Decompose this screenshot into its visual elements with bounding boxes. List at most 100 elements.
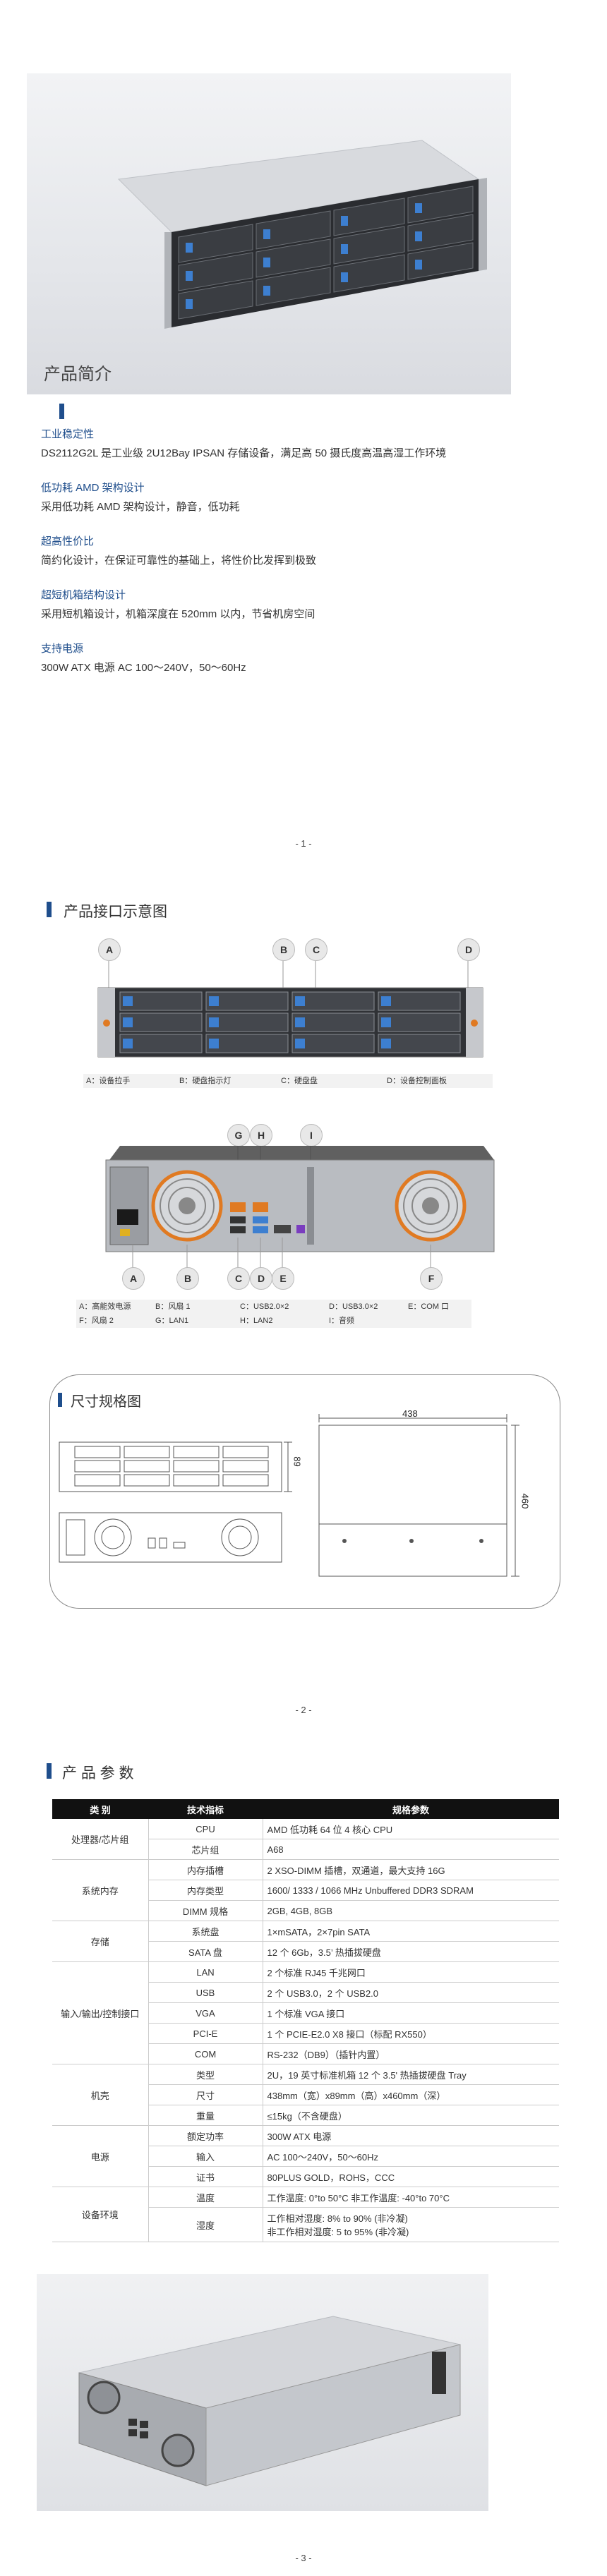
- legend-item: C：硬盘盘: [281, 1077, 318, 1085]
- legend-row: A：高能效电源 B：风扇 1 C：USB2.0×2 D：USB3.0×2 E：C…: [76, 1300, 471, 1314]
- table-row: 输入/输出/控制接口 LAN 2 个标准 RJ45 千兆网口: [52, 1961, 559, 2064]
- dimension-drawing-front-rear: [59, 1441, 292, 1563]
- section-marker: [47, 902, 52, 917]
- feature-title: 超短机箱结构设计: [41, 589, 126, 601]
- table-row: 证书 80PLUS GOLD，ROHS，CCC: [52, 2166, 559, 2187]
- depth-dimension-label: 460: [519, 1493, 531, 1509]
- feature-item: 超短机箱结构设计 采用短机箱设计，机箱深度在 520mm 以内，节省机房空间: [41, 587, 563, 621]
- value-cell: 1×mSATA，2×7pin SATA: [263, 1921, 559, 1942]
- key-cell: 类型: [148, 2064, 263, 2085]
- value-cell: 80PLUS GOLD，ROHS，CCC: [263, 2166, 559, 2187]
- value-cell: 438mm（宽）x89mm（高）x460mm（深）: [263, 2084, 559, 2105]
- height-dimension-label: 89: [292, 1456, 303, 1467]
- width-dimension-label: 438: [402, 1408, 418, 1419]
- feature-title: 超高性价比: [41, 536, 95, 548]
- front-legend: A：设备拉手 B：硬盘指示灯 C：硬盘盘 D：设备控制面板: [83, 1074, 493, 1088]
- value-cell: RS-232（DB9）（插针内置）: [263, 2043, 559, 2064]
- intro-features: 工业稳定性 DS2112G2L 是工业级 2U12Bay IPSAN 存储设备，…: [41, 426, 563, 694]
- legend-item: F：风扇 2: [79, 1317, 114, 1325]
- table-row: SATA 盘 12 个 6Gb，3.5’ 热插拔硬盘: [52, 1941, 559, 1962]
- table-row: VGA 1 个标准 VGA 接口: [52, 2002, 559, 2024]
- table-row: 尺寸 438mm（宽）x89mm（高）x460mm（深）: [52, 2084, 559, 2105]
- legend-item: D：设备控制面板: [387, 1077, 447, 1085]
- feature-text: 采用低功耗 AMD 架构设计，静音，低功耗: [41, 501, 240, 513]
- table-row: USB 2 个 USB3.0，2 个 USB2.0: [52, 1982, 559, 2003]
- value-cell: A68: [263, 1839, 559, 1860]
- table-header-row: 类 别 技术指标 规格参数: [52, 1799, 559, 1819]
- legend-item: B：硬盘指示灯: [179, 1077, 232, 1085]
- callout-b: B: [176, 1267, 199, 1290]
- key-cell: CPU: [148, 1819, 263, 1839]
- feature-item: 工业稳定性 DS2112G2L 是工业级 2U12Bay IPSAN 存储设备，…: [41, 426, 563, 460]
- value-line: 非工作相对湿度: 5 to 95% (非冷凝): [267, 2227, 409, 2237]
- value-cell: 2U，19 英寸标准机箱 12 个 3.5' 热插拔硬盘 Tray: [263, 2064, 559, 2085]
- key-cell: 重量: [148, 2105, 263, 2126]
- key-cell: 芯片组: [148, 1839, 263, 1860]
- table-row: COM RS-232（DB9）（插针内置）: [52, 2043, 559, 2064]
- callout-b: B: [272, 938, 295, 961]
- legend-item: A：设备拉手: [86, 1077, 131, 1085]
- key-cell: LAN: [148, 1961, 263, 1983]
- callout-a: A: [122, 1267, 145, 1290]
- server-front-panel: [97, 961, 483, 1058]
- legend-item: A：高能效电源: [79, 1302, 131, 1311]
- callout-f: F: [420, 1267, 443, 1290]
- category-cell: 设备环境: [52, 2187, 149, 2242]
- dimensions-title: 尺寸规格图: [71, 1394, 141, 1410]
- callout-c: C: [305, 938, 327, 961]
- table-row: 电源 额定功率 300W ATX 电源: [52, 2125, 559, 2187]
- key-cell: VGA: [148, 2002, 263, 2024]
- feature-title: 低功耗 AMD 架构设计: [41, 482, 145, 494]
- value-cell: 2 个标准 RJ45 千兆网口: [263, 1961, 559, 1983]
- callout-g: G: [227, 1124, 250, 1147]
- server-rear-panel: [105, 1146, 495, 1269]
- column-header: 技术指标: [148, 1799, 263, 1819]
- server-rear-photo: [78, 2316, 461, 2486]
- callout-i: I: [300, 1124, 323, 1147]
- legend-row: F：风扇 2 G：LAN1 H：LAN2 I：音频: [76, 1314, 471, 1328]
- spec-title: 产 品 参 数: [62, 1765, 134, 1782]
- rear-legend: A：高能效电源 B：风扇 1 C：USB2.0×2 D：USB3.0×2 E：C…: [76, 1300, 471, 1328]
- value-cell: 2GB, 4GB, 8GB: [263, 1900, 559, 1921]
- page-number: - 2 -: [295, 1705, 312, 1715]
- table-row: 存储 系统盘 1×mSATA，2×7pin SATA: [52, 1921, 559, 1962]
- category-cell: 电源: [52, 2125, 149, 2187]
- callout-h: H: [250, 1124, 272, 1147]
- value-cell: 1600/ 1333 / 1066 MHz Unbuffered DDR3 SD…: [263, 1880, 559, 1901]
- value-cell: ≤15kg（不含硬盘）: [263, 2105, 559, 2126]
- table-row: DIMM 规格 2GB, 4GB, 8GB: [52, 1900, 559, 1921]
- value-cell: 工作相对湿度: 8% to 90% (非冷凝) 非工作相对湿度: 5 to 95…: [263, 2207, 559, 2242]
- legend-item: B：风扇 1: [155, 1302, 191, 1311]
- feature-text: 采用短机箱设计，机箱深度在 520mm 以内，节省机房空间: [41, 608, 315, 620]
- key-cell: 额定功率: [148, 2125, 263, 2146]
- table-row: 湿度 工作相对湿度: 8% to 90% (非冷凝) 非工作相对湿度: 5 to…: [52, 2207, 559, 2242]
- table-row: 设备环境 温度 工作温度: 0°to 50°C 非工作温度: -40°to 70…: [52, 2187, 559, 2242]
- key-cell: COM: [148, 2043, 263, 2064]
- dimensions-frame: [49, 1374, 560, 1609]
- callout-d: D: [457, 938, 480, 961]
- key-cell: 尺寸: [148, 2084, 263, 2105]
- table-row: 系统内存 内存插槽 2 XSO-DIMM 插槽，双通道，最大支持 16G: [52, 1859, 559, 1921]
- table-row: 内存类型 1600/ 1333 / 1066 MHz Unbuffered DD…: [52, 1880, 559, 1901]
- value-cell: 300W ATX 电源: [263, 2125, 559, 2146]
- feature-title: 支持电源: [41, 643, 84, 655]
- dimension-drawing-top: [318, 1414, 519, 1577]
- spec-table: 类 别 技术指标 规格参数 处理器/芯片组 CPU AMD 低功耗 64 位 4…: [52, 1799, 559, 2242]
- callout-a: A: [98, 938, 121, 961]
- feature-text: 300W ATX 电源 AC 100～240V，50～60Hz: [41, 662, 246, 674]
- server-front-photo: [117, 140, 487, 329]
- feature-title: 工业稳定性: [41, 428, 95, 440]
- feature-item: 支持电源 300W ATX 电源 AC 100～240V，50～60Hz: [41, 641, 563, 675]
- key-cell: 内存插槽: [148, 1859, 263, 1880]
- legend-item: I：音频: [329, 1317, 355, 1325]
- legend-item: D：USB3.0×2: [329, 1302, 378, 1311]
- value-cell: 12 个 6Gb，3.5’ 热插拔硬盘: [263, 1941, 559, 1962]
- value-line: 工作相对湿度: 8% to 90% (非冷凝): [267, 2213, 408, 2224]
- feature-text: 简约化设计，在保证可靠性的基础上，将性价比发挥到极致: [41, 555, 317, 567]
- rear-product-image: [37, 2274, 488, 2511]
- key-cell: USB: [148, 1982, 263, 2003]
- table-row: 机壳 类型 2U，19 英寸标准机箱 12 个 3.5' 热插拔硬盘 Tray: [52, 2064, 559, 2126]
- value-cell: AC 100～240V，50～60Hz: [263, 2146, 559, 2167]
- legend-item: E：COM 口: [408, 1302, 450, 1311]
- section-marker: [58, 1393, 62, 1407]
